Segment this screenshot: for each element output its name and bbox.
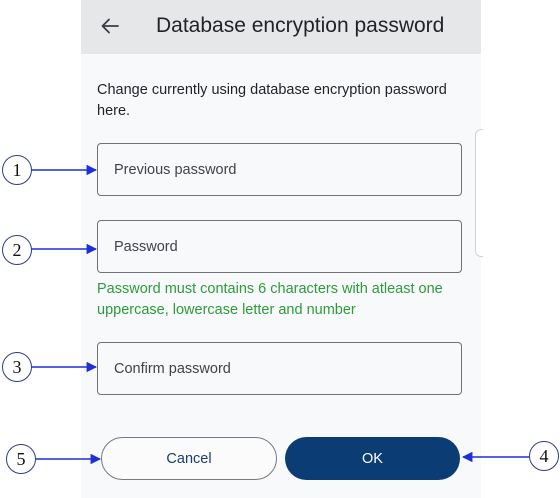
previous-password-field[interactable] <box>97 143 462 196</box>
password-helper-text: Password must contains 6 characters with… <box>97 281 443 318</box>
confirm-password-field[interactable] <box>97 342 462 395</box>
arrow-left-icon <box>101 18 119 34</box>
annotation-marker-3: 3 <box>2 352 32 382</box>
password-input[interactable] <box>98 221 461 272</box>
description-text: Change currently using database encrypti… <box>97 82 447 119</box>
cancel-button[interactable]: Cancel <box>101 437 277 480</box>
annotation-marker-5: 5 <box>6 444 36 474</box>
app-bar: Database encryption password <box>81 0 481 54</box>
password-field[interactable] <box>97 220 462 273</box>
annotation-marker-4: 4 <box>529 441 559 471</box>
previous-password-input[interactable] <box>98 144 461 195</box>
annotation-marker-2: 2 <box>2 235 32 265</box>
page-title: Database encryption password <box>156 14 445 37</box>
confirm-password-input[interactable] <box>98 343 461 394</box>
back-button[interactable] <box>95 11 125 41</box>
side-panel-edge <box>475 129 483 257</box>
dialog-screen: Database encryption password Change curr… <box>81 0 483 498</box>
annotation-marker-1: 1 <box>2 155 32 185</box>
ok-button[interactable]: OK <box>285 437 460 480</box>
